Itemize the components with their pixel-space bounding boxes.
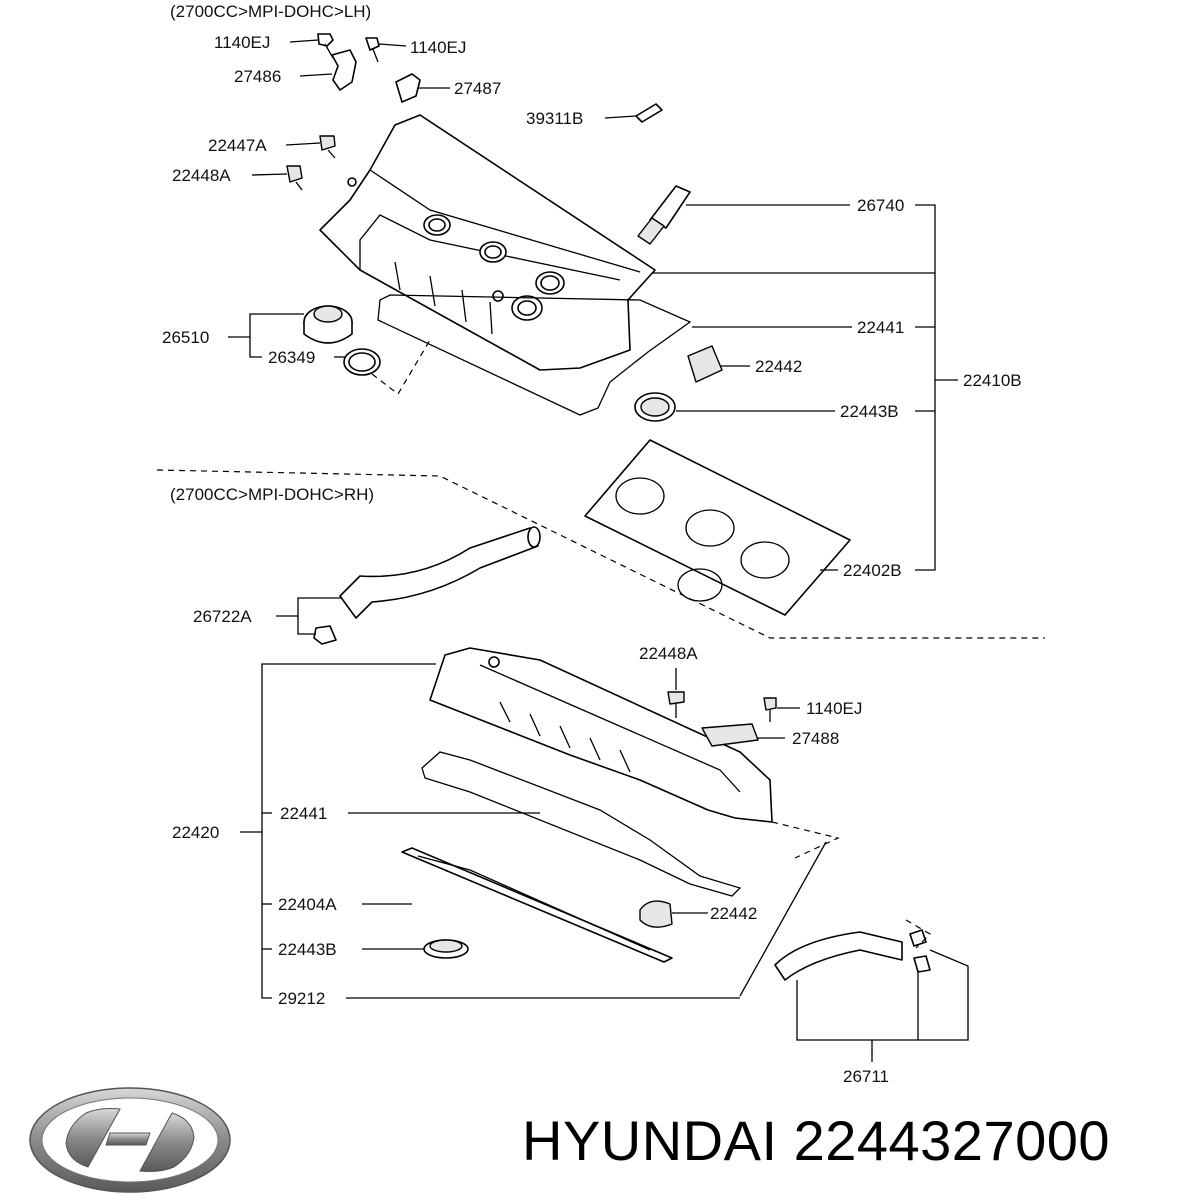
seal-22443b-top xyxy=(634,392,676,422)
gasket-22441-top xyxy=(377,294,692,416)
label-22441-bottom: 22441 xyxy=(280,804,327,823)
leader-dashed-cap xyxy=(371,339,431,395)
bolt-22448a-bottom xyxy=(667,691,685,718)
label-27488: 27488 xyxy=(792,729,839,748)
bolt-1140ej-c xyxy=(763,697,777,722)
sensor-26740 xyxy=(637,185,691,245)
half-moon-plug-22442-top xyxy=(687,345,723,383)
label-26510: 26510 xyxy=(162,328,209,347)
label-22402b: 22402B xyxy=(843,561,902,580)
label-27486: 27486 xyxy=(234,67,281,86)
label-22420: 22420 xyxy=(172,823,219,842)
label-1140ej-a: 1140EJ xyxy=(214,33,270,52)
bolt-22447a xyxy=(319,135,336,159)
o-ring-26349 xyxy=(343,348,381,376)
label-1140ej-b: 1140EJ xyxy=(410,38,466,57)
bolt-1140ej-b xyxy=(365,37,380,63)
seal-22443b-bottom xyxy=(423,939,469,959)
label-22441-top: 22441 xyxy=(857,318,904,337)
bolt-1140ej-a xyxy=(317,33,334,59)
label-22410b: 22410B xyxy=(963,371,1022,390)
section-separator xyxy=(156,469,1045,639)
breather-hose-26722a xyxy=(313,526,541,645)
cylinder-head-cover-rh xyxy=(429,647,773,823)
label-27487: 27487 xyxy=(454,79,501,98)
plate-39311b xyxy=(635,103,663,123)
bracket-27486 xyxy=(331,49,357,91)
label-26349: 26349 xyxy=(268,348,315,367)
hyundai-logo xyxy=(29,1087,231,1193)
label-22447a: 22447A xyxy=(208,136,267,155)
brand-part-number: HYUNDAI 2244327000 xyxy=(522,1109,1111,1172)
label-26711: 26711 xyxy=(843,1067,889,1086)
bracket-27487 xyxy=(395,73,421,103)
label-22443b-top: 22443B xyxy=(840,402,899,421)
section-label-rh: (2700CC>MPI-DOHC>RH) xyxy=(170,485,374,504)
label-22404a: 22404A xyxy=(278,895,337,914)
bracket-27488 xyxy=(701,723,759,747)
gasket-22404a xyxy=(401,847,673,963)
section-label-lh: (2700CC>MPI-DOHC>LH) xyxy=(170,2,371,21)
label-22448a-bottom: 22448A xyxy=(639,644,698,663)
label-39311b: 39311B xyxy=(526,109,583,128)
leader-dashed-hose xyxy=(771,821,840,859)
label-22442-top: 22442 xyxy=(755,357,802,376)
pcv-hose-26711 xyxy=(774,929,931,981)
label-26722a: 26722A xyxy=(193,607,252,626)
label-22443b-bottom: 22443B xyxy=(278,940,337,959)
label-22442-bottom: 22442 xyxy=(710,904,757,923)
leader-dashed-hose-2 xyxy=(905,919,931,949)
label-29212: 29212 xyxy=(278,989,325,1008)
gasket-22441-bottom xyxy=(421,751,742,897)
label-22448a-top: 22448A xyxy=(172,166,231,185)
gasket-22402b xyxy=(584,439,851,616)
label-1140ej-c: 1140EJ xyxy=(806,699,862,718)
half-moon-plug-22442-bottom xyxy=(639,900,673,928)
label-26740: 26740 xyxy=(857,196,904,215)
oil-filler-cap-26510 xyxy=(303,305,353,344)
cylinder-head-cover-lh xyxy=(319,114,656,371)
bolt-22448a-top xyxy=(286,165,303,191)
